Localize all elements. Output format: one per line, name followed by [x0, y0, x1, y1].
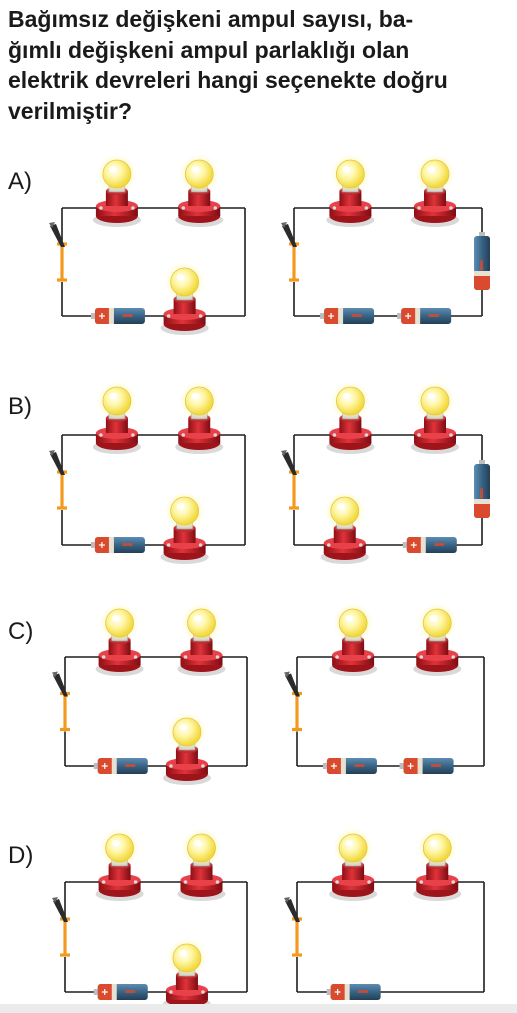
bulb: [162, 712, 211, 785]
bulb: [411, 154, 459, 227]
bottom-bar: [0, 1004, 517, 1013]
circuit-a-2: [281, 154, 490, 324]
bulb: [95, 828, 144, 901]
bulb: [329, 603, 378, 676]
bulb: [326, 381, 375, 454]
bulb: [95, 603, 144, 676]
bulb: [160, 262, 209, 335]
circuit-d-1: [52, 828, 248, 1011]
battery: [93, 758, 148, 774]
battery: [320, 308, 375, 324]
option-b-label[interactable]: B): [8, 393, 32, 420]
bulb: [175, 154, 224, 227]
switch: [49, 208, 67, 316]
question-line-3: elektrik devreleri hangi seçenekte doğru: [8, 67, 448, 93]
bulb: [92, 154, 141, 227]
bulb: [329, 828, 378, 901]
battery: [397, 308, 452, 324]
question-text: Bağımsız değişkeni ampul sayısı, ba- ğım…: [8, 4, 513, 126]
circuit-b-1: [49, 381, 246, 564]
battery: [322, 758, 377, 774]
battery: [402, 537, 457, 553]
bulb: [411, 381, 459, 454]
bulb: [177, 603, 226, 676]
battery: [326, 984, 381, 1000]
bulb: [177, 828, 226, 901]
bulb: [162, 938, 211, 1011]
circuit-b-2: [281, 381, 490, 564]
switch: [281, 208, 299, 316]
battery: [93, 984, 148, 1000]
circuit-a-1: [49, 154, 246, 335]
option-c-label[interactable]: C): [8, 618, 34, 645]
circuit-d-2: [284, 828, 485, 1000]
question-line-1: Bağımsız değişkeni ampul sayısı, ba-: [8, 6, 414, 32]
bulb: [160, 491, 209, 564]
switch: [52, 882, 70, 992]
bulb: [413, 828, 462, 901]
switch: [284, 657, 302, 766]
bulb: [92, 381, 141, 454]
switch: [49, 435, 67, 545]
battery: [399, 758, 454, 774]
bulb: [326, 154, 375, 227]
question-line-4: verilmiştir?: [8, 97, 132, 124]
switch: [281, 435, 299, 545]
switch: [52, 657, 70, 766]
battery: [90, 308, 145, 324]
option-a-label[interactable]: A): [8, 168, 32, 195]
bulb: [413, 603, 462, 676]
switch: [284, 882, 302, 992]
battery: [474, 460, 490, 518]
battery: [474, 232, 490, 290]
circuit-c-1: [52, 603, 248, 785]
bulb: [175, 381, 224, 454]
option-d-label[interactable]: D): [8, 842, 34, 869]
question-line-2: ğımlı değişkeni ampul parlaklığı olan: [8, 36, 410, 63]
battery: [90, 537, 145, 553]
bulb: [320, 491, 369, 564]
circuit-c-2: [284, 603, 485, 774]
